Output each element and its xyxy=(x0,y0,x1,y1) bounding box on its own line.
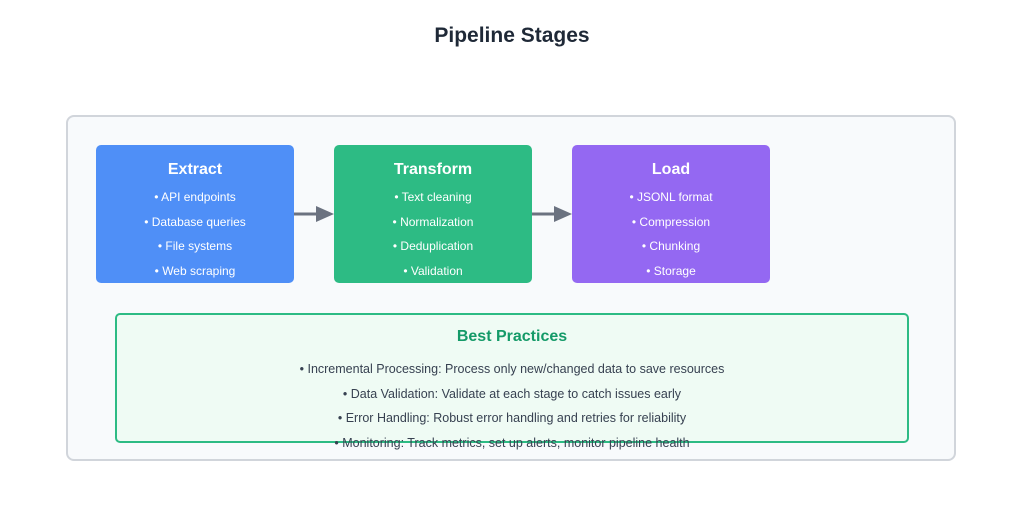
best-practice-item: • Error Handling: Robust error handling … xyxy=(337,411,687,425)
stage-item: • Validation xyxy=(403,263,463,278)
arrow-right-icon xyxy=(294,206,334,222)
best-practice-item: • Monitoring: Track metrics, set up aler… xyxy=(334,435,690,450)
stage-item: • Chunking xyxy=(641,239,701,253)
best-practices-title: Best Practices xyxy=(456,328,568,345)
stage-items: • Text cleaning • Normalization • Dedupl… xyxy=(334,191,532,289)
stage-item: • Web scraping xyxy=(154,263,236,278)
stage-item: • Compression xyxy=(631,214,711,229)
stage-title: Extract xyxy=(167,161,223,178)
stage-title: Load xyxy=(651,161,691,178)
stage-items: • API endpoints • Database queries • Fil… xyxy=(96,191,294,289)
stage-items: • JSONL format • Compression • Chunking … xyxy=(572,191,770,289)
best-practices-list: • Incremental Processing: Process only n… xyxy=(0,362,1024,460)
arrow-right-icon xyxy=(532,206,572,222)
stage-item: • API endpoints xyxy=(154,190,236,204)
stage-item: • Normalization xyxy=(392,214,474,229)
stage-load: Load • JSONL format • Compression • Chun… xyxy=(572,145,770,283)
stage-title: Transform xyxy=(393,161,473,178)
stage-item: • JSONL format xyxy=(629,190,713,204)
stage-item: • File systems xyxy=(157,239,233,253)
stage-item: • Deduplication xyxy=(392,239,474,253)
stage-item: • Storage xyxy=(646,263,696,278)
stage-item: • Text cleaning xyxy=(394,190,472,204)
stage-transform: Transform • Text cleaning • Normalizatio… xyxy=(334,145,532,283)
best-practice-item: • Data Validation: Validate at each stag… xyxy=(342,386,682,401)
arrow-head xyxy=(554,206,572,222)
arrow-head xyxy=(316,206,334,222)
stage-extract: Extract • API endpoints • Database queri… xyxy=(96,145,294,283)
page-title: Pipeline Stages xyxy=(434,24,590,47)
stage-item: • Database queries xyxy=(144,214,246,229)
best-practices-box xyxy=(115,313,909,443)
best-practice-item: • Incremental Processing: Process only n… xyxy=(299,362,725,376)
